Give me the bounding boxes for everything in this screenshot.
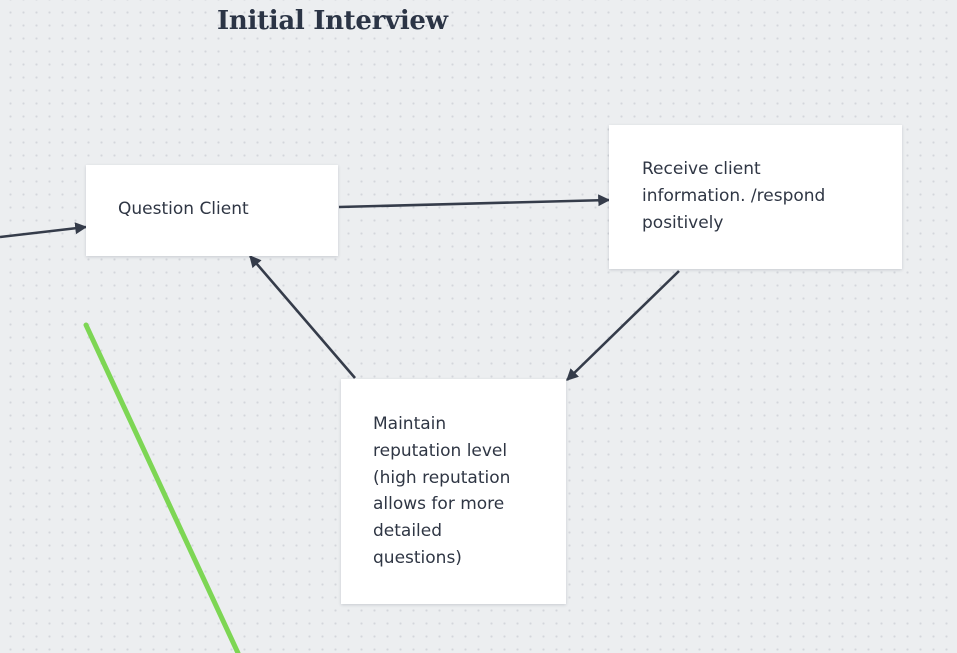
diagram-title: Initial Interview	[217, 6, 448, 36]
node-question-client[interactable]: Question Client	[86, 165, 338, 256]
node-label: Receive client information. /respond pos…	[642, 159, 826, 233]
node-label: Question Client	[118, 199, 249, 219]
node-receive-client-information[interactable]: Receive client information. /respond pos…	[609, 125, 902, 269]
connector-offscreen-to-question[interactable]	[0, 222, 88, 239]
green-freehand-line[interactable]	[83, 322, 241, 653]
node-maintain-reputation[interactable]: Maintain reputation level (high reputati…	[341, 379, 566, 604]
connector-receive-to-maintain[interactable]	[566, 270, 680, 381]
connector-question-to-receive[interactable]	[338, 194, 611, 209]
connector-maintain-to-question[interactable]	[249, 255, 356, 379]
node-label: Maintain reputation level (high reputati…	[373, 414, 511, 568]
